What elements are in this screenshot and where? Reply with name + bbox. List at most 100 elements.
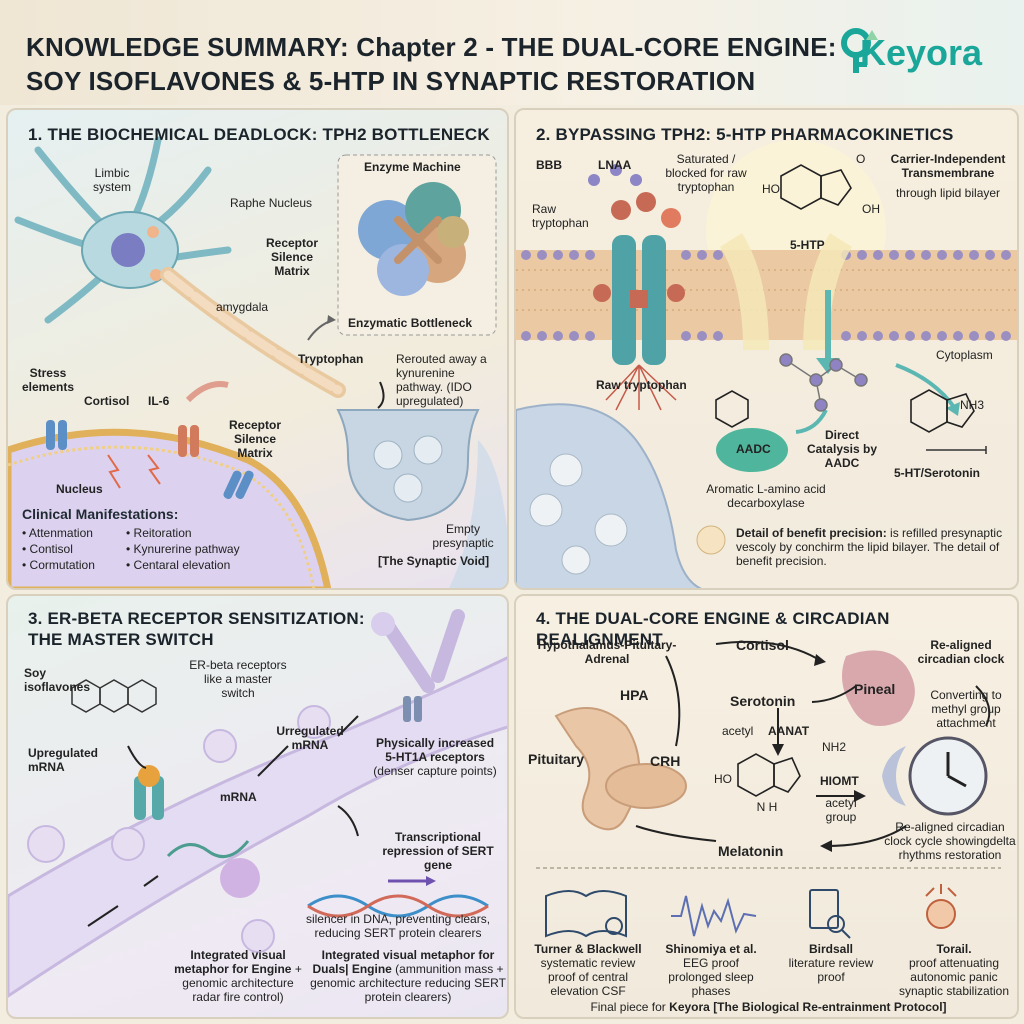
clinical-item: • Cormutation xyxy=(22,558,95,572)
neuron-illustration xyxy=(14,136,346,398)
presynaptic-terminal xyxy=(336,409,480,522)
physically-text: Physically increased 5-HT1A receptors xyxy=(375,736,495,764)
title-line-2: SOY ISOFLAVONES & 5-HTP IN SYNAPTIC REST… xyxy=(26,66,756,96)
label-tryptophan: Tryptophan xyxy=(298,352,364,366)
brand-logo: Keyora xyxy=(838,26,1018,78)
label-cortisol: Cortisol xyxy=(84,394,130,408)
label-ho: HO xyxy=(714,772,732,786)
label-synaptic-void: [The Synaptic Void] xyxy=(378,554,490,568)
panel-5htp-pharmacokinetics: 2. BYPASSING TPH2: 5-HTP PHARMACOKINETIC… xyxy=(514,108,1019,590)
label-soy: Soy isoflavones xyxy=(24,666,91,694)
label-empty: Empty presynaptic xyxy=(432,522,494,550)
ref-name: Birdsall xyxy=(808,942,853,956)
label-serotonin: Serotonin xyxy=(730,693,796,709)
label-direct-catalysis: Direct Catalysis by AADC xyxy=(806,428,878,470)
label-enzymatic-bottleneck: Enzymatic Bottleneck xyxy=(348,316,473,330)
label-aromatic: Aromatic L-amino acid decarboxylase xyxy=(706,482,826,510)
label-nh3: NH3 xyxy=(960,398,985,412)
label-nucleus: Nucleus xyxy=(56,482,103,496)
label-realigned: Re-aligned circadian clock xyxy=(917,638,1005,666)
label-melatonin: Melatonin xyxy=(718,843,784,859)
final-brand: Keyora xyxy=(669,1000,710,1014)
clinical-item: • Reitoration xyxy=(126,526,192,540)
label-cytoplasm: Cytoplasm xyxy=(936,348,993,362)
ref-desc: proof attenuating autonomic panic synapt… xyxy=(898,956,1010,998)
clinical-item: • Kynurerine pathway xyxy=(126,542,240,556)
panel3-title-2: THE MASTER SWITCH xyxy=(28,630,214,649)
integrated-metaphor-2: Integrated visual metaphor for Duals| En… xyxy=(308,948,507,1004)
label-pituitary: Pituitary xyxy=(528,751,585,767)
label-acetyl-group: acetyl group xyxy=(825,796,857,824)
panel1-title: 1. THE BIOCHEMICAL DEADLOCK: TPH2 BOTTLE… xyxy=(28,125,490,144)
ref-desc: systematic review proof of central eleva… xyxy=(540,956,636,998)
label-lnaa: LNAA xyxy=(598,158,632,172)
label-upregulated: Upregulated mRNA xyxy=(28,746,99,774)
clinical-title: Clinical Manifestations: xyxy=(22,506,179,522)
ref-turner: Turner & Blackwell systematic review pro… xyxy=(526,942,650,998)
integrated-2-bold: Integrated visual metaphor for Duals| En… xyxy=(312,948,495,976)
ref-name: Turner & Blackwell xyxy=(534,942,642,956)
label-raw-tryptophan-top: Raw tryptophan xyxy=(532,202,589,230)
page-title: KNOWLEDGE SUMMARY: Chapter 2 - THE DUAL-… xyxy=(26,30,837,98)
final-note: Final piece for Keyora [The Biological R… xyxy=(536,1000,1001,1014)
label-saturated: Saturated / blocked for raw tryptophan xyxy=(665,152,747,194)
label-pineal: Pineal xyxy=(854,681,896,697)
lnaa-channel xyxy=(612,235,636,365)
clinical-item: • Centaral elevation xyxy=(126,558,231,572)
label-hiomt: HIOMT xyxy=(820,774,859,788)
ref-name: Shinomiya et al. xyxy=(665,942,757,956)
integrated-1-text: + genomic architecture radar fire contro… xyxy=(182,962,302,1004)
label-serotonin: 5-HT/Serotonin xyxy=(894,466,980,480)
label-cortisol: Cortisol xyxy=(736,637,789,653)
brand-name: Keyora xyxy=(860,32,983,73)
label-nh2: NH2 xyxy=(822,740,847,754)
dendrite-shaft xyxy=(8,656,507,998)
ref-shinomiya: Shinomiya et al. EEG proof prolonged sle… xyxy=(656,942,766,998)
panel2-illustration xyxy=(516,140,1017,588)
detail-note: Detail of benefit precision: is refilled… xyxy=(736,526,1006,568)
panel4-illustration xyxy=(536,640,1001,939)
integrated-1-bold: Integrated visual metaphor for Engine xyxy=(174,948,292,976)
label-silencer: silencer in DNA, preventing clears, redu… xyxy=(305,912,491,940)
label-receptor-silence: Receptor Silence Matrix xyxy=(265,236,318,278)
label-stress: Stress elements xyxy=(21,366,75,394)
label-o: O xyxy=(856,152,866,166)
panel1-illustration xyxy=(8,136,507,588)
label-hpa-long: Hypothalamus-Pituitary-Adrenal xyxy=(537,638,677,666)
panel-circadian: 4. THE DUAL-CORE ENGINE & CIRCADIAN REAL… xyxy=(514,594,1019,1019)
label-bbb: BBB xyxy=(536,158,562,172)
label-carrier: Carrier-Independent Transmembrane xyxy=(890,152,1006,180)
enzyme-protein xyxy=(358,182,469,296)
label-5htp: 5-HTP xyxy=(790,238,825,252)
clinical-list: • Attenmation • Reitoration • Contisol •… xyxy=(22,526,322,572)
book-icon xyxy=(545,890,627,938)
panel3-title-1: 3. ER-BETA RECEPTOR SENSITIZATION: xyxy=(28,609,365,628)
detail-bold: Detail of benefit precision: xyxy=(736,526,887,540)
panel3-illustration xyxy=(8,609,507,998)
label-hpa: HPA xyxy=(620,687,649,703)
label-physically: Physically increased 5-HT1A receptors (d… xyxy=(370,736,500,778)
label-mrna: mRNA xyxy=(220,790,257,804)
detail-text: is refilled presynaptic vescoly by conch… xyxy=(736,526,1003,568)
label-crh: CRH xyxy=(650,753,681,769)
denser-text: (denser capture points) xyxy=(373,764,497,778)
label-transcriptional: Transcriptional repression of SERT gene xyxy=(382,830,494,872)
clinical-item: • Attenmation xyxy=(22,526,93,540)
pineal-shape xyxy=(842,650,915,726)
panel3-title: 3. ER-BETA RECEPTOR SENSITIZATION: THE M… xyxy=(28,608,365,650)
label-aadc: AADC xyxy=(736,442,771,456)
label-converting: Converting to methyl group attachment xyxy=(930,688,1002,730)
label-nh: N H xyxy=(756,800,778,814)
final-prefix: Final piece for xyxy=(590,1000,666,1014)
panel2-title: 2. BYPASSING TPH2: 5-HTP PHARMACOKINETIC… xyxy=(536,125,954,144)
label-raw-tryptophan-bottom: Raw tryptophan xyxy=(596,378,687,392)
label-acetyl: acetyl xyxy=(722,724,754,738)
label-receptor-silence-2: Receptor Silence Matrix xyxy=(228,418,281,460)
label-enzyme-machine: Enzyme Machine xyxy=(364,160,461,174)
label-cycle: Re-aligned circadian clock cycle showing… xyxy=(884,820,1016,862)
ref-desc: EEG proof prolonged sleep phases xyxy=(668,956,754,998)
ref-birdsall: Birdsall literature review proof xyxy=(776,942,886,984)
integrated-metaphor-1: Integrated visual metaphor for Engine + … xyxy=(168,948,308,1004)
document-search-icon xyxy=(809,889,851,939)
label-urregulated: Urregulated mRNA xyxy=(276,724,344,752)
